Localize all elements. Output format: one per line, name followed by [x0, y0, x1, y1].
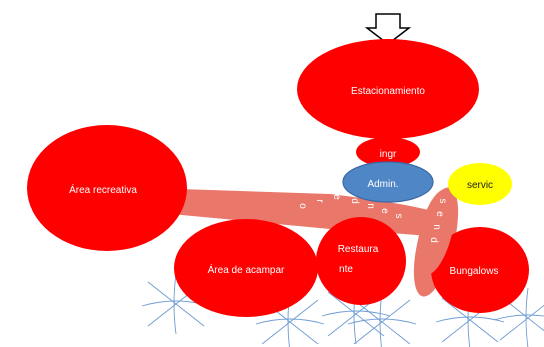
label-area-recreativa: Área recreativa — [69, 183, 137, 196]
zone-area-acampar — [174, 219, 318, 317]
zone-servicios — [448, 163, 512, 205]
label-area-acampar: Área de acampar — [208, 263, 285, 276]
path-letter: o — [297, 203, 308, 209]
zone-area-recreativa — [27, 125, 187, 251]
label-restaurante-line2: nte — [339, 264, 353, 275]
label-estacionamiento: Estacionamiento — [351, 86, 425, 97]
path-letter: n — [431, 224, 442, 230]
path-letter: s — [437, 199, 448, 204]
zone-ingreso — [356, 137, 420, 167]
path-letter: n — [365, 203, 376, 209]
zone-admin — [342, 161, 434, 203]
label-servicios: servic — [467, 180, 493, 191]
tree-cross-icon — [347, 291, 417, 347]
path-letter: e — [331, 194, 342, 200]
label-bungalows: Bungalows — [450, 266, 499, 277]
entry-arrow-icon — [364, 13, 412, 45]
path-letter: r — [314, 199, 325, 203]
path-letter: s — [393, 214, 404, 219]
path-letter: e — [434, 211, 445, 217]
label-restaurante-line1: Restaura — [338, 244, 379, 255]
path-letter: d — [349, 198, 360, 204]
path-sendero-vertical-overlay — [417, 189, 455, 275]
path-letters-vertical: s e n d — [428, 199, 448, 243]
zone-bungalows — [431, 227, 529, 313]
path-letter: e — [379, 208, 390, 214]
zone-restaurante — [316, 217, 406, 305]
label-ingreso: ingr — [380, 149, 397, 160]
path-letter: d — [428, 237, 439, 243]
label-admin: Admin. — [367, 179, 398, 190]
zone-estacionamiento — [297, 39, 479, 139]
